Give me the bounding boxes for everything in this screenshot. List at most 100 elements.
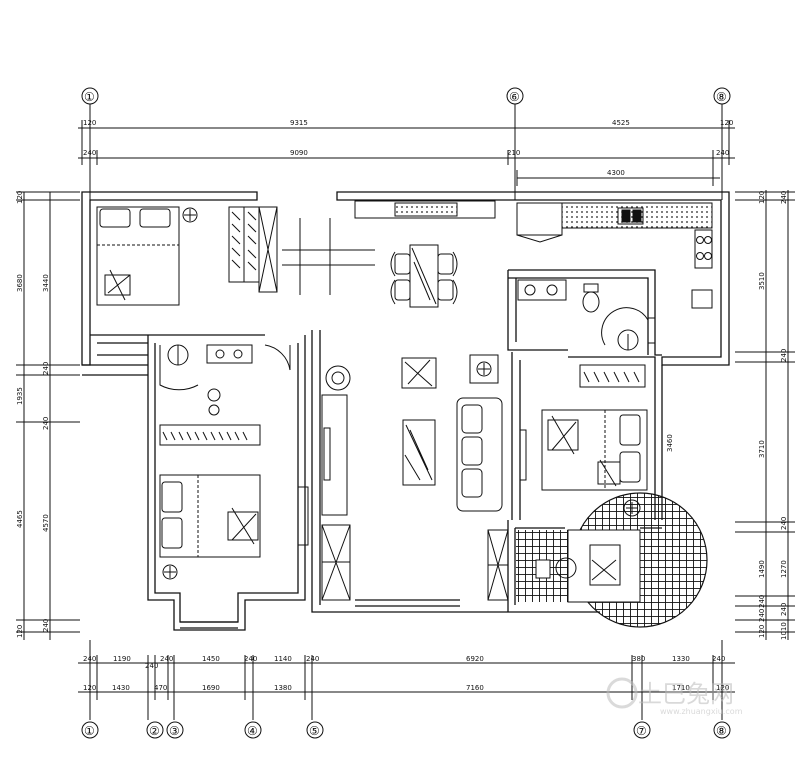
axis-label-top-1: ① <box>84 90 95 104</box>
dim-left-i-2: 240 <box>42 417 50 430</box>
dim-right-i-6: 1010 <box>780 622 788 640</box>
pillow <box>139 208 171 228</box>
axis-label-bottom-1: ① <box>84 724 95 738</box>
dining-guidelines <box>282 218 375 295</box>
bottom-dimension-labels: 240 1190 240 240 1450 240 1140 240 6920 … <box>83 655 729 692</box>
dim-left-o-4: 120 <box>16 625 24 638</box>
dim-bot-1-10: 1330 <box>672 655 690 663</box>
dim-top-1-1: 9315 <box>290 119 308 127</box>
dim-bot-1-2: 240 <box>145 662 158 670</box>
dim-right-i-3: 240 <box>780 517 788 530</box>
axis-label-top-8: ⑧ <box>716 90 727 104</box>
walls <box>81 191 730 631</box>
top-dimensions <box>78 104 735 200</box>
dim-right-i-2: 3460 <box>666 434 674 452</box>
dim-right-o-3: 1490 <box>758 560 766 578</box>
dim-bot-2-1: 1430 <box>112 684 130 692</box>
top-axis-bubbles <box>81 87 731 105</box>
bathroom <box>517 279 656 351</box>
dim-bot-1-7: 240 <box>306 655 319 663</box>
dim-top-2-0: 240 <box>83 149 96 157</box>
kitchen <box>354 200 713 309</box>
dim-left-o-1: 3680 <box>16 274 24 292</box>
dining-table <box>390 244 458 308</box>
master-bedroom <box>96 206 278 306</box>
dim-right-o-0: 120 <box>758 191 766 204</box>
axis-bubble-top-1 <box>81 87 99 105</box>
bottom-dimensions <box>78 640 735 720</box>
top-dimension-labels: 120 9315 4525 120 240 9090 210 4300 240 <box>83 119 733 177</box>
bed <box>541 409 648 491</box>
axis-label-bottom-2: ② <box>149 724 160 738</box>
right-bedroom <box>519 364 648 517</box>
axis-label-bottom-7: ⑦ <box>636 724 647 738</box>
dim-right-o-6: 120 <box>758 625 766 638</box>
dim-right-i-4: 1270 <box>780 560 788 578</box>
dim-bot-2-5: 7160 <box>466 684 484 692</box>
left-dimension-labels: 120 3680 1935 4465 120 3440 240 240 4570… <box>16 191 50 638</box>
dim-right-i-5: 240 <box>780 603 788 616</box>
dim-top-1-0: 120 <box>83 119 96 127</box>
dim-bot-2-7: 120 <box>716 684 729 692</box>
dim-right-o-4: 240 <box>758 595 766 608</box>
axis-label-bottom-4: ④ <box>247 724 258 738</box>
dim-left-i-4: 240 <box>42 619 50 632</box>
dim-left-i-0: 3440 <box>42 274 50 292</box>
axis-bubble-top-6 <box>506 87 524 105</box>
sofa <box>456 397 503 512</box>
dim-top-2-1: 9090 <box>290 149 308 157</box>
coffee-table <box>402 419 436 486</box>
toilet <box>582 291 600 313</box>
dim-right-o-5: 240 <box>758 609 766 622</box>
dim-top-2-2: 210 <box>507 149 520 157</box>
dim-bot-1-5: 240 <box>244 655 257 663</box>
dim-right-i-0: 240 <box>780 191 788 204</box>
dim-bot-1-9: 380 <box>632 655 645 663</box>
plant-icon <box>325 365 351 391</box>
pillow <box>99 208 131 228</box>
bottom-axis-bubbles <box>81 721 731 739</box>
dim-top-1-2: 4525 <box>612 119 630 127</box>
dim-bot-2-0: 120 <box>83 684 96 692</box>
watermark: 土巴兔网 www.zhuangxiu.com <box>606 677 743 716</box>
dim-bot-2-3: 1690 <box>202 684 220 692</box>
dim-bot-1-8: 6920 <box>466 655 484 663</box>
dim-bot-2-6: 1710 <box>672 684 690 692</box>
dim-bot-1-1: 1190 <box>113 655 131 663</box>
dim-left-o-0: 120 <box>16 191 24 204</box>
axis-label-bottom-8: ⑧ <box>716 724 727 738</box>
dim-bot-1-11: 240 <box>712 655 725 663</box>
dim-top-2-4: 240 <box>716 149 729 157</box>
dim-top-1-3: 120 <box>720 119 733 127</box>
axis-label-top-6: ⑥ <box>509 90 520 104</box>
dim-right-o-1: 3510 <box>758 272 766 290</box>
bed <box>96 206 180 306</box>
axis-label-bottom-5: ⑤ <box>309 724 320 738</box>
right-dimension-labels: 120 3510 3710 1490 240 240 120 240 240 3… <box>666 191 788 640</box>
dim-bot-1-3: 240 <box>160 655 173 663</box>
axis-label-bottom-3: ③ <box>169 724 180 738</box>
dim-bot-1-0: 240 <box>83 655 96 663</box>
left-dimensions <box>16 191 80 640</box>
dim-bot-1-4: 1450 <box>202 655 220 663</box>
watermark-text: 土巴兔网 <box>638 680 734 708</box>
right-dimensions <box>735 190 795 640</box>
bed <box>159 474 261 558</box>
dim-bot-1-6: 1140 <box>274 655 292 663</box>
dim-left-o-2: 1935 <box>16 387 24 405</box>
dim-right-i-1: 240 <box>780 349 788 362</box>
dim-bot-2-2: 470 <box>154 684 167 692</box>
dim-left-i-1: 240 <box>42 362 50 375</box>
watermark-url: www.zhuangxiu.com <box>660 707 743 716</box>
living-room <box>321 354 509 601</box>
balcony-floor <box>516 492 708 628</box>
dim-right-o-2: 3710 <box>758 440 766 458</box>
axis-bubble-top-8 <box>713 87 731 105</box>
small-bedroom <box>159 344 309 580</box>
dim-left-i-3: 4570 <box>42 514 50 532</box>
dim-top-2-3: 4300 <box>607 169 625 177</box>
dim-left-o-3: 4465 <box>16 510 24 528</box>
lamp-icon <box>182 207 198 223</box>
plant-icon <box>207 388 221 402</box>
